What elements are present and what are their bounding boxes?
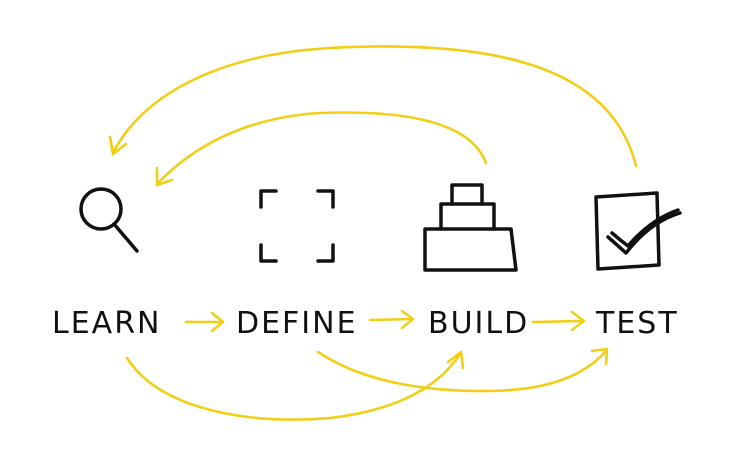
flow-arrow-build-test (531, 310, 586, 332)
stacked-blocks-icon (423, 183, 518, 272)
step-label-build: BUILD (428, 306, 529, 341)
skip-arrow-learn-build (125, 350, 465, 421)
step-label-define: DEFINE (236, 306, 358, 341)
flow-arrow-define-build (368, 309, 415, 330)
skip-arrow-define-test (316, 347, 609, 393)
feedback-arrow-build-learn (155, 111, 488, 187)
feedback-arrow-test-learn (108, 45, 638, 168)
focus-frame-icon (259, 189, 335, 263)
checkbox-icon (594, 191, 682, 271)
step-label-learn: LEARN (52, 306, 161, 341)
flow-arrow-learn-define (184, 311, 225, 333)
magnifier-icon (79, 187, 139, 253)
step-label-test: TEST (595, 306, 679, 341)
